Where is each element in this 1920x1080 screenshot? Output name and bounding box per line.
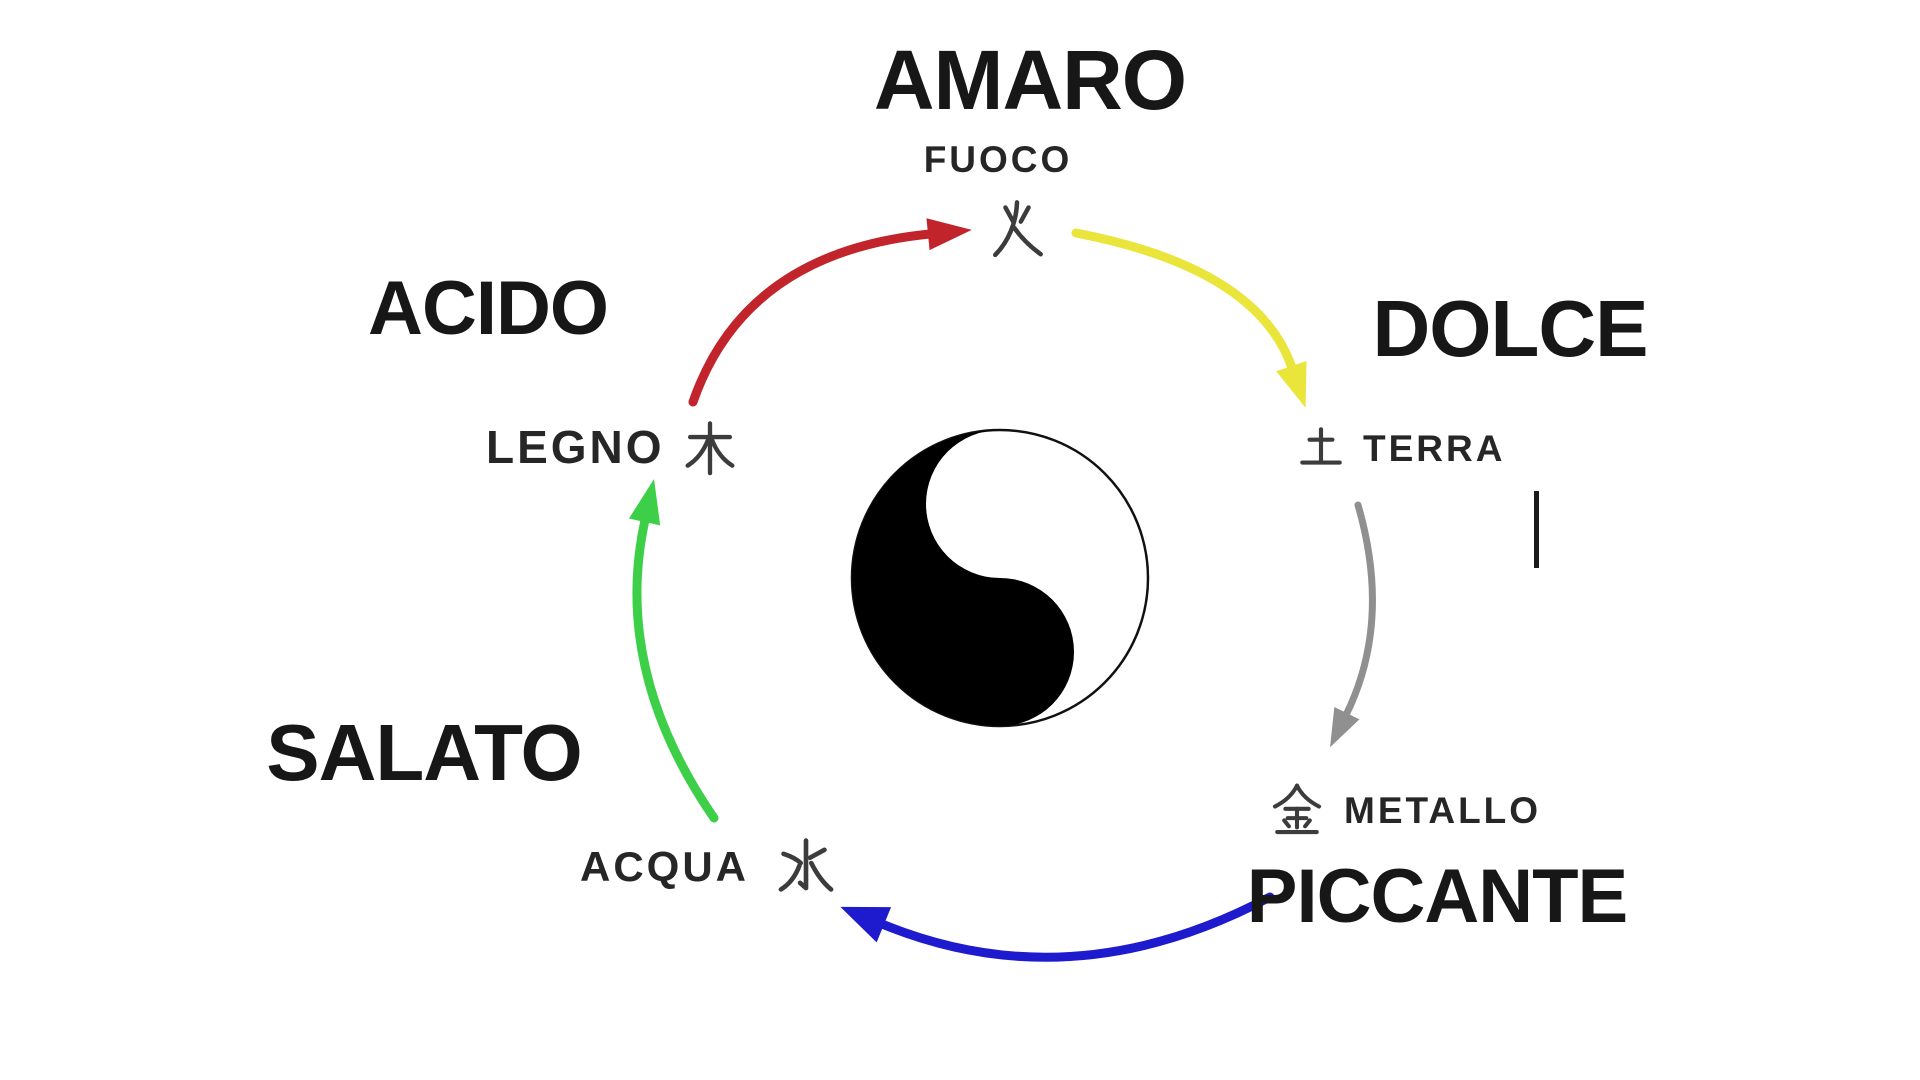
element-terra: TERRA bbox=[1295, 422, 1505, 474]
yang-dot bbox=[984, 488, 1016, 520]
arrow-water-to-wood bbox=[628, 478, 719, 823]
fire-hanzi-icon bbox=[993, 200, 1043, 258]
element-fuoco: FUOCO bbox=[924, 141, 1073, 178]
taste-label-salato: SALATO bbox=[266, 708, 582, 797]
taste-label-dolce: DOLCE bbox=[1372, 284, 1649, 373]
water-hanzi-icon bbox=[778, 838, 834, 892]
taste-label-piccante: PICCANTE bbox=[1246, 854, 1628, 939]
element-acqua: ACQUA bbox=[580, 834, 839, 900]
element-label-acqua: ACQUA bbox=[580, 843, 749, 890]
earth-hanzi-icon bbox=[1300, 427, 1342, 465]
yin-dot bbox=[984, 636, 1016, 668]
element-label-fuoco: FUOCO bbox=[923, 139, 1073, 180]
text-cursor[interactable] bbox=[1534, 491, 1539, 568]
element-metallo: METALLO bbox=[1268, 780, 1541, 840]
yin-yang-icon bbox=[850, 428, 1150, 728]
element-label-terra: TERRA bbox=[1363, 427, 1506, 469]
wood-hanzi-icon bbox=[685, 421, 735, 476]
arrow-wood-to-fire bbox=[688, 218, 972, 407]
element-legno: LEGNO bbox=[486, 416, 741, 478]
element-label-metallo: METALLO bbox=[1344, 789, 1542, 831]
arrow-fire-to-earth bbox=[1071, 228, 1307, 408]
taste-label-amaro: AMARO bbox=[873, 33, 1187, 127]
taste-label-acido: ACIDO bbox=[368, 266, 609, 351]
arrow-metal-to-water bbox=[840, 892, 1275, 962]
element-label-legno: LEGNO bbox=[486, 421, 665, 473]
arrow-earth-to-metal bbox=[1330, 501, 1376, 748]
metal-hanzi-icon bbox=[1272, 783, 1322, 835]
